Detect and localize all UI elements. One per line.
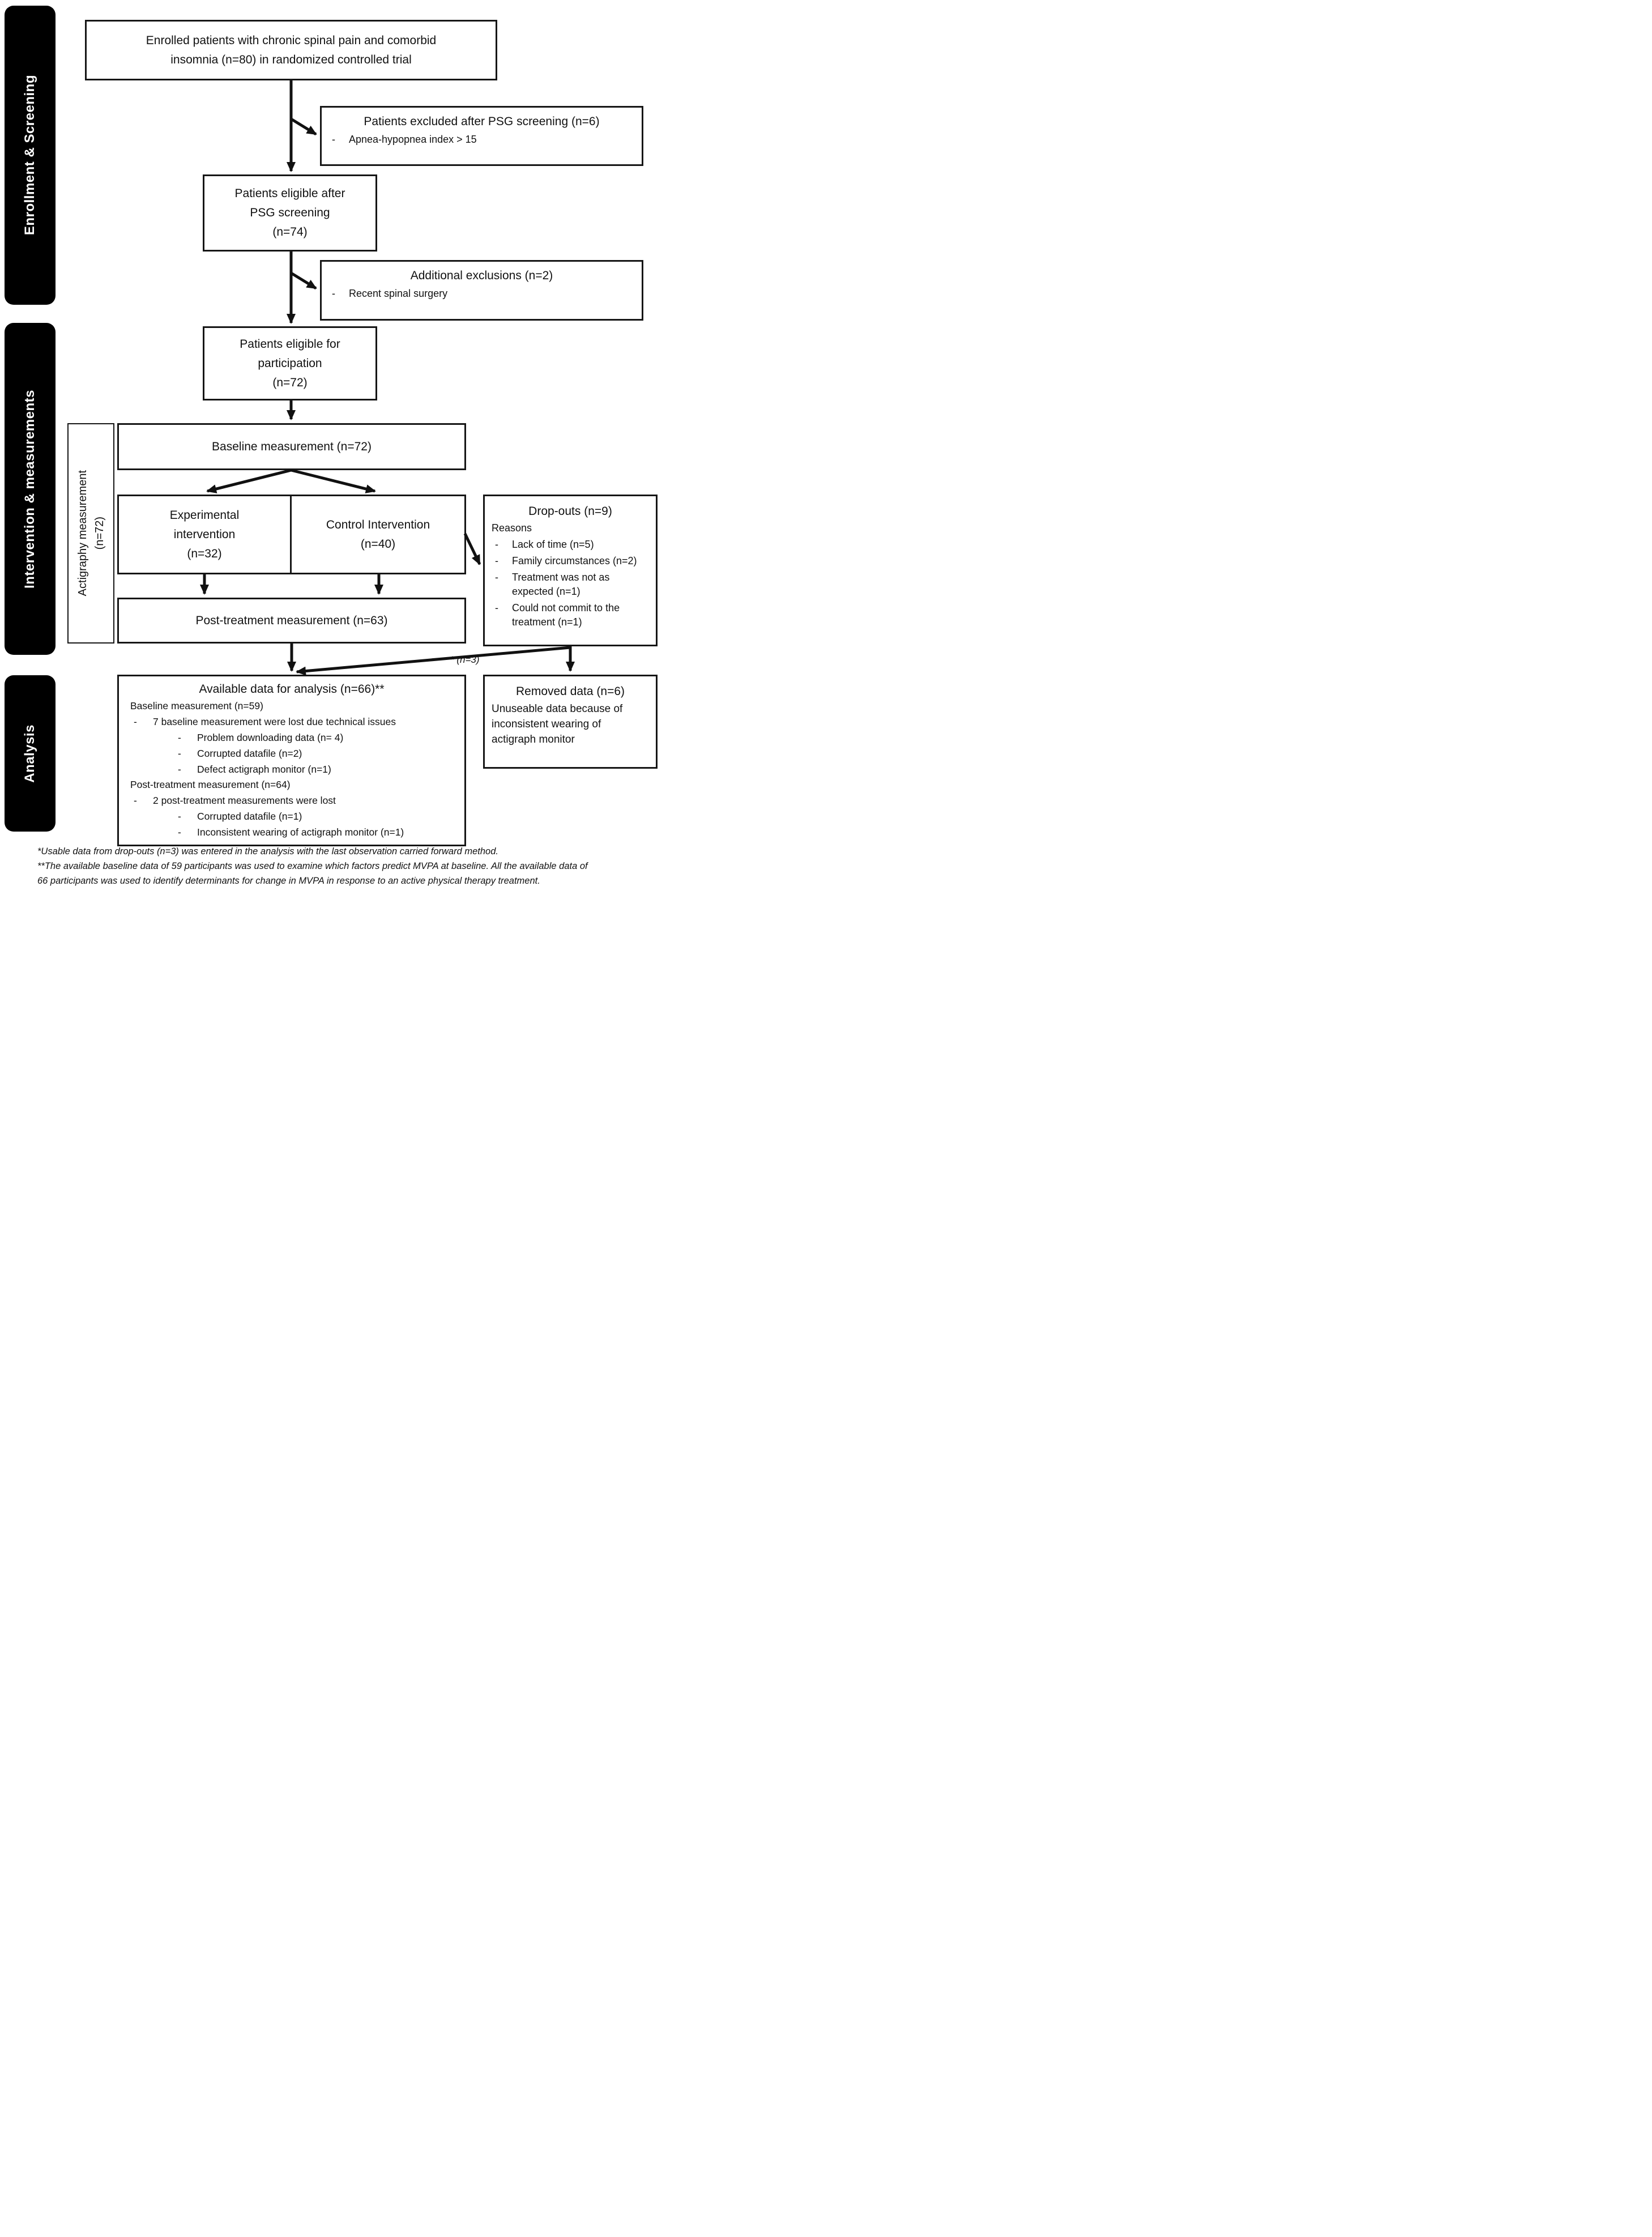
phase-label-enrollment: Enrollment & Screening [22,75,37,236]
list-item: - Recent spinal surgery [328,287,635,301]
arrow-dropouts-to-available [296,646,571,676]
phase-panel-intervention: Intervention & measurements [5,323,56,655]
list-item: Baseline measurement (n=59) [126,699,458,713]
additional-exclusion-reason: Recent spinal surgery [349,288,448,299]
arrow-branch-excluded-psg [290,117,317,136]
dropout-reason: Family circumstances (n=2) [512,555,637,566]
list-item: - 2 post-treatment measurements were los… [126,794,458,808]
box-experimental-text: Experimental intervention (n=32) [169,508,240,560]
available-item: Inconsistent wearing of actigraph monito… [197,826,404,838]
box-posttreatment-text: Post-treatment measurement (n=63) [195,613,388,627]
box-dropouts-title: Drop-outs (n=9) [528,505,612,518]
list-item: - Problem downloading data (n= 4) [126,731,458,745]
footnote-line: **The available baseline data of 59 part… [37,861,588,871]
footnote-line: 66 participants was used to identify det… [37,876,540,886]
arrow-baseline-to-control [291,468,376,493]
list-item: - Apnea-hypopnea index > 15 [328,133,635,147]
phase-panel-enrollment: Enrollment & Screening [5,6,56,305]
box-additional-exclusions-title: Additional exclusions (n=2) [410,269,553,282]
bullet-dash: - [332,288,335,299]
excluded-psg-reason: Apnea-hypopnea index > 15 [349,134,477,145]
bullet-dash: - [495,539,498,550]
available-item: 2 post-treatment measurements were lost [153,795,336,806]
box-baseline-measurement: Baseline measurement (n=72) [117,423,466,470]
footnote-line: *Usable data from drop-outs (n=3) was en… [37,846,498,857]
box-available-data: Available data for analysis (n=66)** Bas… [117,675,466,846]
list-item: - Inconsistent wearing of actigraph moni… [126,825,458,840]
arrow-baseline-to-experimental [206,468,292,493]
box-eligible-participation-text: Patients eligible for participation (n=7… [240,337,340,389]
bullet-dash: - [495,555,498,566]
bullet-dash: - [134,716,137,727]
list-item: - Defect actigraph monitor (n=1) [126,762,458,777]
list-item: - Lack of time (n=5) [492,538,649,552]
arrow-branch-additional-exclusions [290,271,317,290]
locf-annotation: * (n=3) [450,654,480,665]
list-item: - Corrupted datafile (n=2) [126,747,458,761]
bullet-dash: - [495,572,498,583]
box-actigraphy-measurement: Actigraphy measurement (n=72) [67,423,114,644]
bullet-dash: - [178,764,181,775]
box-excluded-psg-title: Patients excluded after PSG screening (n… [364,115,600,128]
bullet-dash: - [178,826,181,838]
bullet-dash: - [332,134,335,145]
box-experimental-intervention: Experimental intervention (n=32) [117,495,292,574]
phase-label-analysis: Analysis [22,724,37,783]
list-item: - Treatment was not as expected (n=1) [492,570,649,599]
bullet-dash: - [178,811,181,822]
box-control-intervention: Control Intervention (n=40) [292,495,466,574]
box-removed-data: Removed data (n=6) Unuseable data becaus… [483,675,658,769]
available-item: Defect actigraph monitor (n=1) [197,764,331,775]
dropouts-reasons-label: Reasons [492,522,532,534]
bullet-dash: - [134,795,137,806]
list-item: - Family circumstances (n=2) [492,554,649,568]
list-item: Post-treatment measurement (n=64) [126,778,458,792]
box-eligible-participation: Patients eligible for participation (n=7… [203,326,377,400]
box-available-title: Available data for analysis (n=66)** [199,683,385,696]
bullet-dash: - [178,748,181,759]
available-item: Corrupted datafile (n=1) [197,811,302,822]
box-actigraphy-text: Actigraphy measurement (n=72) [76,470,106,596]
list-item: - Could not commit to the treatment (n=1… [492,601,649,629]
available-item: Baseline measurement (n=59) [130,700,263,711]
box-eligible-psg-text: Patients eligible after PSG screening (n… [234,187,345,238]
box-enrolled: Enrolled patients with chronic spinal pa… [85,20,497,80]
available-item: Corrupted datafile (n=2) [197,748,302,759]
phase-panel-analysis: Analysis [5,675,56,832]
dropout-reason: Lack of time (n=5) [512,539,594,550]
arrow-control-to-dropouts [463,532,481,565]
phase-label-intervention: Intervention & measurements [22,389,37,589]
box-posttreatment-measurement: Post-treatment measurement (n=63) [117,598,466,644]
dropout-reason: Could not commit to the treatment (n=1) [512,602,620,628]
box-excluded-psg: Patients excluded after PSG screening (n… [320,106,643,166]
footnotes: *Usable data from drop-outs (n=3) was en… [37,844,649,888]
box-dropouts: Drop-outs (n=9) Reasons - Lack of time (… [483,495,658,646]
box-removed-title: Removed data (n=6) [515,685,625,698]
box-additional-exclusions: Additional exclusions (n=2) - Recent spi… [320,260,643,321]
available-item: 7 baseline measurement were lost due tec… [153,716,396,727]
box-enrolled-text: Enrolled patients with chronic spinal pa… [146,33,437,66]
box-eligible-psg: Patients eligible after PSG screening (n… [203,174,377,252]
box-baseline-text: Baseline measurement (n=72) [212,440,372,453]
dropout-reason: Treatment was not as expected (n=1) [512,572,610,597]
available-item: Post-treatment measurement (n=64) [130,779,291,790]
box-removed-body: Unuseable data because of inconsistent w… [492,703,623,745]
consort-flow-diagram: Enrollment & Screening Intervention & me… [0,0,661,895]
available-item: Problem downloading data (n= 4) [197,732,344,743]
list-item: - 7 baseline measurement were lost due t… [126,715,458,729]
bullet-dash: - [178,732,181,743]
bullet-dash: - [495,602,498,613]
box-control-text: Control Intervention (n=40) [326,518,430,551]
list-item: - Corrupted datafile (n=1) [126,809,458,824]
